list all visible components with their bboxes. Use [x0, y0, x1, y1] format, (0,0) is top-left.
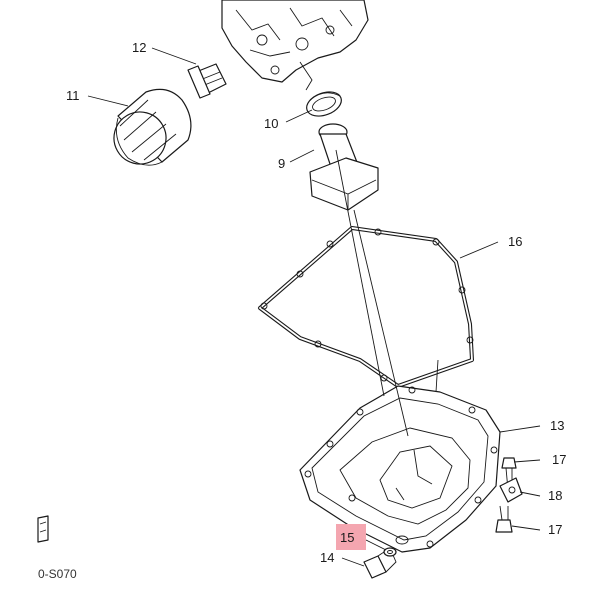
part-12-union-bolt	[187, 63, 227, 99]
callout-16: 16	[508, 234, 522, 249]
part-9-oil-strainer	[309, 123, 379, 211]
footer-code: 0-S070	[38, 567, 77, 581]
callout-15: 15	[340, 530, 354, 545]
callout-14: 14	[320, 550, 334, 565]
callout-10: 10	[264, 116, 278, 131]
part-15-washer	[383, 547, 397, 557]
callout-13: 13	[550, 418, 564, 433]
part-11-oil-filter	[113, 88, 192, 166]
callout-17-lower: 17	[548, 522, 562, 537]
callout-9: 9	[278, 156, 285, 171]
part-18-clamp	[499, 477, 523, 503]
callout-18: 18	[548, 488, 562, 503]
part-10-o-ring	[306, 91, 342, 117]
engine-case-fragment	[221, 0, 369, 91]
callout-15-highlight	[336, 524, 366, 550]
oil-pan	[299, 385, 501, 553]
callout-17-upper: 17	[552, 452, 566, 467]
leader-lines	[87, 47, 541, 567]
part-17-bolt-lower	[495, 505, 513, 533]
callout-11: 11	[66, 88, 80, 103]
side-part-fragment	[37, 515, 49, 543]
part-16-gasket	[258, 226, 474, 388]
callout-12: 12	[132, 40, 146, 55]
